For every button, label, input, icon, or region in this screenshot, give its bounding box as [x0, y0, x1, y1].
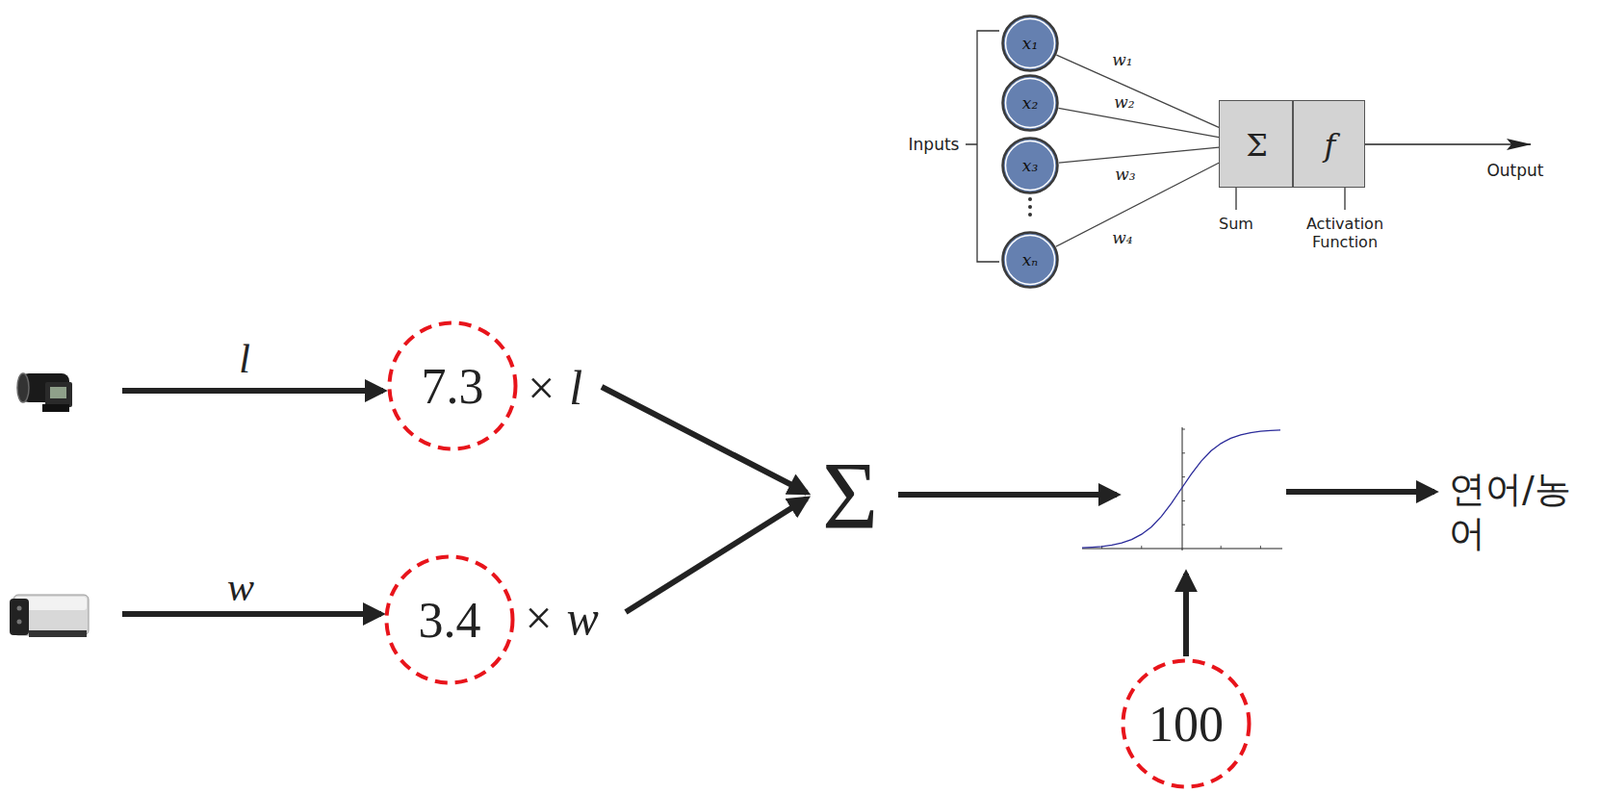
- activation-box: f: [1292, 100, 1366, 188]
- tick: [1182, 452, 1186, 454]
- camera-icon: [17, 373, 73, 413]
- sum-symbol: Σ: [822, 439, 878, 551]
- ellipsis-dot: [1028, 212, 1033, 217]
- sensor-dot: [17, 606, 23, 612]
- node-text: x₁: [1022, 33, 1038, 53]
- input-node: x₂: [1001, 74, 1059, 132]
- input-variable: l: [238, 335, 251, 383]
- weight-circle: 7.3: [387, 320, 518, 452]
- tick: [1140, 545, 1142, 549]
- weight-circle: 3.4: [384, 554, 516, 686]
- inset-decorations: [965, 30, 1531, 262]
- sensor-end-cap: [9, 598, 29, 636]
- output-arrow-thin: [1365, 143, 1531, 145]
- input-node: x₃: [1001, 136, 1059, 195]
- node-text: f: [1324, 127, 1337, 164]
- multiply-term: × l: [524, 360, 583, 416]
- input-circle-ring: [1006, 235, 1056, 285]
- node-text: 100: [1148, 696, 1224, 753]
- sum-box: Σ: [1218, 100, 1293, 188]
- bias-arrow: [1183, 573, 1189, 657]
- sigmoid-plot: [1082, 427, 1283, 551]
- red-dashed-circle: [387, 557, 514, 684]
- input-circle-ring: [1006, 19, 1056, 69]
- input-circle: [1003, 76, 1059, 131]
- input-circle: [1003, 232, 1059, 288]
- input-circle-ring: [1006, 78, 1056, 129]
- sum-label: Sum: [1218, 214, 1254, 233]
- tick: [1182, 429, 1186, 431]
- camera-screen: [50, 387, 67, 399]
- weight-label: w₃: [1112, 164, 1137, 184]
- node-text: x₂: [1022, 93, 1038, 113]
- tick: [1182, 476, 1186, 478]
- weight-connector: [1058, 107, 1219, 137]
- inputs-bracket: [965, 30, 1000, 262]
- sum-arrow: [625, 498, 807, 613]
- red-dashed-circle: [1123, 661, 1250, 788]
- output-label: Output: [1486, 160, 1544, 181]
- red-dashed-circle: [389, 323, 517, 450]
- input-arrow: [122, 611, 382, 618]
- tick: [1182, 500, 1186, 502]
- sum-arrow: [601, 387, 807, 493]
- input-node: x₁: [1001, 14, 1059, 73]
- node-text: xₙ: [1022, 250, 1038, 270]
- input-arrow: [122, 387, 384, 394]
- input-circle: [1003, 16, 1059, 72]
- ellipsis-dot: [1028, 205, 1033, 209]
- output-class-label: 연어/농어: [1448, 467, 1594, 556]
- weight-label: w₁: [1109, 50, 1135, 70]
- input-node: xₙ: [1001, 231, 1059, 289]
- camera-lens: [17, 373, 29, 403]
- activation-label: Activation Function: [1290, 214, 1399, 252]
- sigmoid-arrow: [898, 491, 1117, 498]
- ellipsis-dot: [1028, 197, 1033, 202]
- node-text: Σ: [1245, 127, 1268, 164]
- weight-label: w₄: [1109, 228, 1135, 248]
- sensor-base: [28, 630, 87, 638]
- main-arrows: [122, 387, 1435, 657]
- node-text: x₃: [1022, 155, 1038, 176]
- tick: [1260, 545, 1262, 549]
- camera-base: [42, 404, 70, 413]
- node-text: 3.4: [418, 592, 482, 649]
- input-circle-ring: [1006, 141, 1056, 191]
- sigmoid-curve: [1082, 430, 1281, 548]
- multiply-term: × w: [521, 590, 599, 646]
- tick: [1182, 524, 1186, 526]
- input-variable: w: [227, 564, 255, 611]
- weight-connector: [1056, 162, 1219, 247]
- sensor-dot: [17, 619, 23, 625]
- input-circle: [1003, 138, 1059, 194]
- weight-connector: [1058, 147, 1219, 163]
- camera-display-box: [45, 382, 73, 408]
- inputs-label: Inputs: [908, 134, 960, 155]
- sum-leader: [1235, 187, 1237, 210]
- weight-label: w₂: [1111, 92, 1136, 112]
- node-text: 7.3: [421, 358, 485, 415]
- weight-connector: [1056, 54, 1219, 128]
- sensor-icon: [9, 594, 89, 638]
- tick: [1220, 545, 1222, 549]
- activation-leader: [1343, 187, 1345, 210]
- output-arrow: [1286, 489, 1435, 495]
- bias-circle: 100: [1120, 658, 1252, 790]
